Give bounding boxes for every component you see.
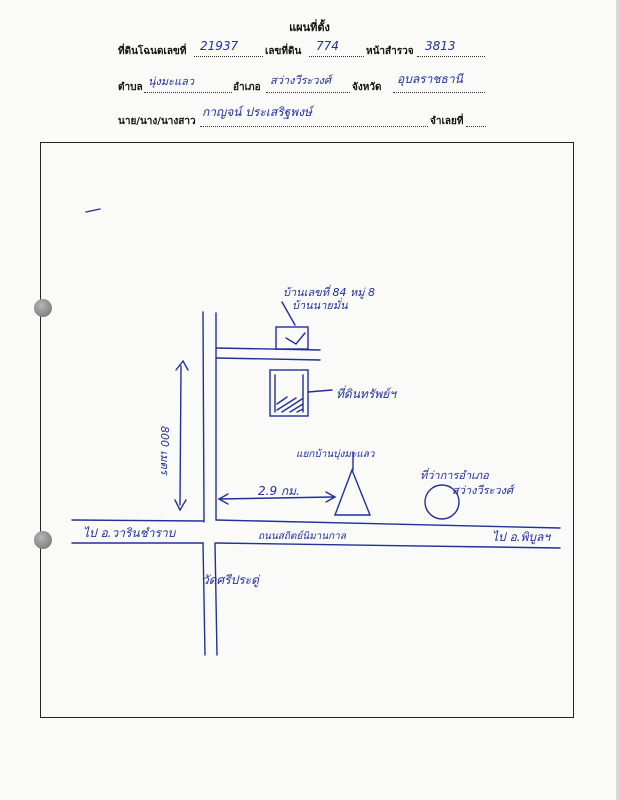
distance-arrow-vertical — [179, 365, 182, 506]
land-number-line — [309, 45, 364, 57]
intersection-label: แยกบ้านบุ่งมะแลว — [296, 448, 376, 460]
side-distance-label: 800 เมตร — [158, 426, 171, 477]
province-value: อุบลราชธานี — [397, 72, 463, 86]
branch-road-bottom — [215, 357, 321, 361]
province-line — [393, 81, 485, 93]
house-symbol — [275, 326, 309, 350]
map-frame — [40, 142, 574, 718]
owner-value: กาญจน์ ประเสริฐพงษ์ — [202, 105, 312, 119]
arrow-head-right — [325, 491, 337, 503]
intersection-triangle-icon — [333, 468, 372, 516]
arrow-head-down — [174, 499, 187, 512]
main-road-bottom-right — [215, 542, 561, 549]
district-office-circle-icon — [424, 484, 460, 520]
side-road-line-left — [202, 311, 205, 523]
survey-page-label: หน้าสำรวจ — [366, 46, 414, 57]
owner-label: นาย/นาง/นางสาว — [118, 116, 196, 127]
left-destination-label: ไป อ.วารินชำราบ — [83, 526, 177, 540]
house-label-line-1: บ้านเลขที่ 84 หมู่ 8 — [283, 284, 375, 299]
main-road-top-right — [215, 519, 561, 529]
punch-hole-bottom — [34, 531, 52, 549]
main-road-top-left — [71, 519, 204, 522]
district-label: อำเภอ — [233, 82, 261, 93]
land-leader-line — [307, 389, 333, 393]
house-check-mark — [285, 332, 306, 345]
district-value: สว่างวีระวงศ์ — [270, 74, 331, 87]
side-road-lower-right — [214, 542, 218, 656]
subdistrict-value: นุ่งมะแลว — [148, 75, 195, 88]
subdistrict-label: ตำบล — [118, 82, 143, 93]
province-label: จังหวัด — [352, 82, 382, 93]
land-number-label: เลขที่ดิน — [265, 46, 302, 57]
scribble-mark — [85, 208, 101, 213]
land-label: ที่ดินทรัพย์ฯ — [336, 385, 397, 401]
distance-km-label: 2.9 กม. — [258, 484, 300, 498]
subdistrict-line — [144, 81, 232, 93]
office-label-line-2: สว่างวีระวงศ์ — [452, 484, 516, 497]
arrow-head-left — [217, 493, 229, 505]
defendant-line — [466, 115, 486, 127]
deed-number-value: 21937 — [200, 39, 239, 53]
survey-page-line — [417, 45, 485, 57]
land-plot-outline — [269, 369, 309, 417]
survey-page-value: 3813 — [425, 39, 456, 53]
owner-line — [200, 115, 428, 127]
punch-hole-top — [34, 299, 52, 317]
defendant-label: จำเลยที่ — [430, 116, 464, 127]
office-label-line-1: ที่ว่าการอำเภอ — [420, 467, 489, 482]
house-leader-line — [281, 301, 296, 326]
arrow-head-up — [175, 359, 189, 371]
distance-arrow-horizontal — [218, 496, 334, 500]
deed-number-line — [194, 45, 263, 57]
land-plot-sides — [274, 374, 304, 413]
house-label-line-2: บ้านนายมั่น — [292, 297, 348, 312]
right-destination-label: ไป อ.พิบูลฯ — [492, 530, 551, 545]
deed-number-label: ที่ดินโฉนดเลขที่ — [118, 46, 187, 57]
page-title: แผนที่ตั้ง — [289, 21, 330, 34]
land-number-value: 774 — [316, 39, 339, 53]
land-plot-hatch — [276, 396, 304, 413]
temple-label: วัดศรีประดู่ — [202, 573, 261, 588]
district-line — [266, 81, 350, 93]
side-road-lower-left — [202, 542, 206, 656]
page-edge — [616, 0, 619, 800]
road-name-label: ถนนสถิตย์นิมานกาล — [258, 530, 347, 542]
